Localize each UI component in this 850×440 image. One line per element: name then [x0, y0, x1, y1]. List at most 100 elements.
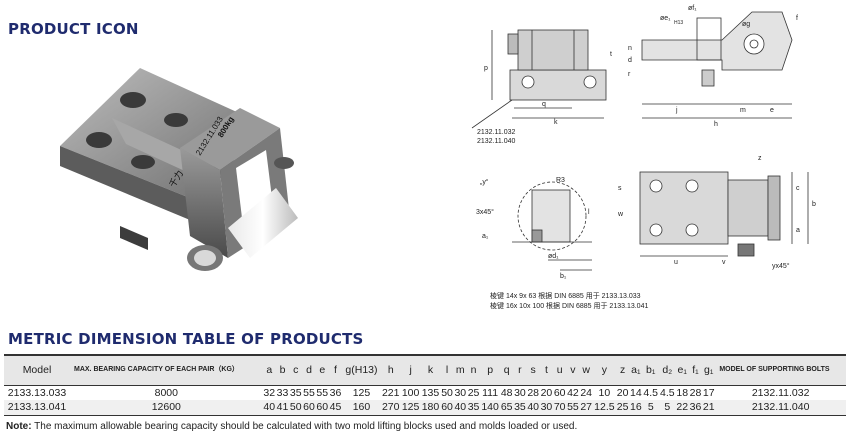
table-cell: 45 [328, 400, 343, 416]
table-cell: 36 [328, 385, 343, 400]
dim-m: m [740, 107, 746, 114]
dim-j: j [675, 107, 678, 114]
table-cell: 48 [500, 385, 514, 400]
dim-d: d [628, 57, 632, 64]
table-cell: 60 [553, 385, 567, 400]
table-cell: 17 [702, 385, 716, 400]
dim-t: t [610, 51, 612, 58]
dim-q: q [542, 101, 546, 108]
table-cell: 5 [642, 400, 660, 416]
table-cell: 30 [513, 385, 527, 400]
table-cell: 55 [315, 385, 329, 400]
bolt-part-no-1: 2132.11.032 [477, 129, 516, 136]
table-header-cell: f₁ [688, 354, 703, 386]
dim-g: øg [742, 21, 750, 28]
table-header-cell: t [539, 354, 554, 386]
table-cell: 40 [526, 400, 540, 416]
table-header-cell: u [553, 354, 567, 386]
table-cell: 125 [400, 400, 421, 416]
dim-d1: ød₁ [548, 253, 559, 260]
table-cell: 5 [659, 400, 676, 416]
table-cell: 40 [453, 400, 467, 416]
table-cell: 2133.13.041 [4, 400, 70, 416]
table-header-cell: g₁ [702, 354, 716, 386]
table-header-cell: MAX. BEARING CAPACITY OF EACH PAIR（KG） [70, 354, 263, 386]
x45-label: 3x45° [476, 208, 494, 216]
table-header-cell: b [275, 354, 290, 386]
table-cell: 180 [420, 400, 441, 416]
note-text: The maximum allowable bearing capacity s… [31, 421, 578, 432]
dim-e1: øe₁ [660, 15, 671, 22]
table-cell: 42 [566, 385, 580, 400]
dim-a1: a₁ [482, 233, 489, 240]
table-cell: 65 [500, 400, 514, 416]
table-header-cell: n [466, 354, 481, 386]
table-cell: 55 [302, 385, 316, 400]
table-cell: 140 [480, 400, 501, 416]
dimension-table-title: METRIC DIMENSION TABLE OF PRODUCTS [8, 330, 364, 348]
table-cell: 30 [539, 400, 554, 416]
table-cell: 22 [675, 400, 689, 416]
table-cell: 160 [342, 400, 381, 416]
table-cell: 55 [566, 400, 580, 416]
table-cell: 21 [702, 400, 716, 416]
dim-f1: øf₁ [688, 5, 697, 12]
table-cell: 12600 [70, 400, 263, 416]
table-cell: 35 [289, 385, 303, 400]
product-icon-title: PRODUCT ICON [8, 20, 139, 38]
table-cell: 50 [289, 400, 303, 416]
dim-c: c [796, 185, 800, 192]
dim-h: h [714, 121, 718, 128]
table-cell: 125 [342, 385, 381, 400]
table-cell: 25 [466, 385, 481, 400]
table-note: Note: The maximum allowable bearing capa… [6, 421, 577, 432]
table-cell: 25 [615, 400, 630, 416]
yx45-label: yx45° [772, 262, 790, 270]
table-header-cell: g(H13) [342, 354, 381, 386]
table-cell: 70 [553, 400, 567, 416]
table-cell: 2132.11.032 [715, 385, 846, 400]
dim-b1: b₁ [560, 273, 567, 280]
table-header-cell: b₁ [642, 354, 660, 386]
note-label: Note: [6, 421, 32, 432]
table-header-cell: z [615, 354, 630, 386]
table-header-cell: w [579, 354, 593, 386]
table-cell: 33 [275, 385, 290, 400]
table-cell: 35 [466, 400, 481, 416]
dim-p: p [484, 65, 488, 72]
table-cell: 8000 [70, 385, 263, 400]
table-cell: 20 [539, 385, 554, 400]
technical-drawings: 2132.11.032 2132.11.040 p q k t j m e h … [471, 5, 816, 310]
table-cell: 270 [380, 400, 401, 416]
table-header-cell: m [453, 354, 467, 386]
table-cell: 14 [629, 385, 643, 400]
table-header-cell: k [420, 354, 441, 386]
table-header-cell: y [592, 354, 616, 386]
table-cell: 2132.11.040 [715, 400, 846, 416]
y-view-label: „y“ [480, 179, 489, 186]
table-cell: 12.5 [592, 400, 616, 416]
table-header-cell: v [566, 354, 580, 386]
table-cell: 135 [420, 385, 441, 400]
table-header-cell: s [526, 354, 540, 386]
table-cell: 27 [579, 400, 593, 416]
table-cell: 4.5 [642, 385, 660, 400]
table-cell: 36 [688, 400, 703, 416]
dim-a: a [796, 227, 800, 234]
table-header-cell: j [400, 354, 421, 386]
key-note-2: 棱键 16x 10x 100 根据 DIN 6885 用于 2133.13.04… [490, 301, 648, 310]
table-header-cell: MODEL OF SUPPORTING BOLTS [715, 354, 846, 386]
dim-u: u [674, 259, 678, 266]
dim-w: w [617, 211, 624, 218]
dim-v: v [722, 259, 726, 266]
table-cell: 30 [453, 385, 467, 400]
product-render-image: 2132.11.033 800kg 千力 [60, 68, 298, 271]
dim-z: z [758, 155, 762, 162]
table-cell: 4.5 [659, 385, 676, 400]
table-cell: 40 [262, 400, 276, 416]
table-cell: 100 [400, 385, 421, 400]
